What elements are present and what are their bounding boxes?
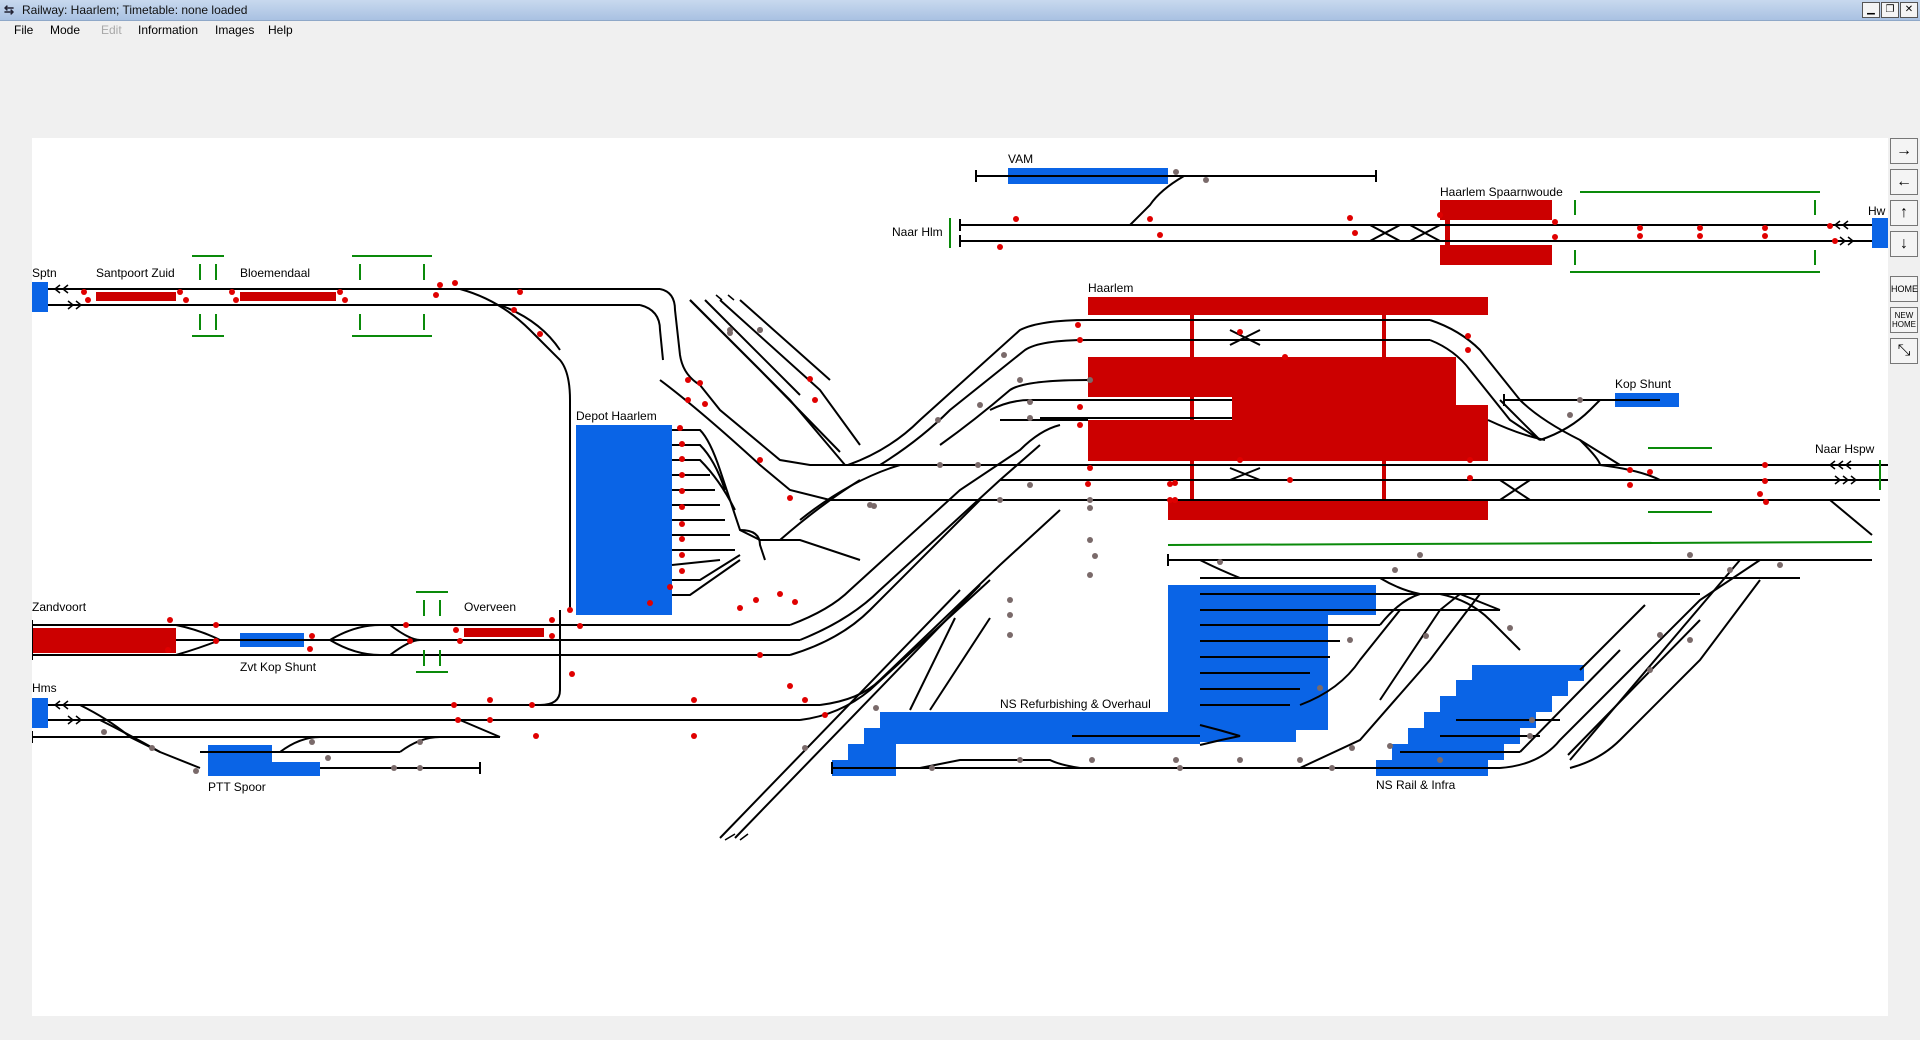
menu-help[interactable]: Help <box>268 23 293 37</box>
depot-haarlem-sidings <box>576 425 672 615</box>
label-bloemendaal: Bloemendaal <box>240 266 310 280</box>
app-icon: ⇆ <box>4 3 15 17</box>
scroll-down-button[interactable]: ↓ <box>1890 231 1918 257</box>
home-button[interactable]: HOME <box>1890 276 1918 302</box>
menu-bar: File Mode Edit Information Images Help <box>0 21 1920 39</box>
label-ns-refurbishing: NS Refurbishing & Overhaul <box>1000 697 1151 711</box>
label-haarlem: Haarlem <box>1088 281 1133 295</box>
sptn-boundary <box>32 282 48 312</box>
ns-rail-infra-a <box>1472 665 1584 681</box>
label-hw: Hw <box>1868 204 1886 218</box>
santpoort-zuid-platform <box>96 292 176 301</box>
signals-red <box>81 212 1838 739</box>
tracks <box>32 175 1888 839</box>
ns-refurbishing-f <box>848 744 896 760</box>
zandvoort-platform <box>32 628 176 653</box>
blue-sidings <box>32 168 1888 776</box>
new-home-button[interactable]: NEW HOME <box>1890 307 1918 333</box>
minimize-button[interactable]: ▁ <box>1862 2 1880 18</box>
spaarnwoude-platform-south <box>1440 245 1552 265</box>
label-kop-shunt: Kop Shunt <box>1615 377 1672 391</box>
menu-edit: Edit <box>101 23 122 37</box>
haarlem-platform-4 <box>1088 420 1488 461</box>
ptt-spoor-siding-b <box>208 762 320 776</box>
ns-refurbishing-h <box>1200 712 1296 742</box>
scroll-right-button[interactable]: → <box>1890 138 1918 164</box>
new-home-line2: HOME <box>1892 320 1916 329</box>
scroll-up-button[interactable]: ↑ <box>1890 200 1918 226</box>
label-santpoort-zuid: Santpoort Zuid <box>96 266 175 280</box>
label-ptt-spoor: PTT Spoor <box>208 780 266 794</box>
label-sptn: Sptn <box>32 266 57 280</box>
hw-boundary <box>1872 218 1888 248</box>
signals-grey <box>101 169 1783 774</box>
close-button[interactable]: ✕ <box>1900 2 1918 18</box>
label-zandvoort: Zandvoort <box>32 600 87 614</box>
label-overveen: Overveen <box>464 600 516 614</box>
overveen-platform <box>464 628 544 637</box>
direction-markers <box>53 220 1858 841</box>
spaarnwoude-crossing <box>1445 220 1450 245</box>
label-depot-haarlem: Depot Haarlem <box>576 409 657 423</box>
label-hms: Hms <box>32 681 57 695</box>
railway-layout-canvas[interactable]: VAM Naar Hlm Haarlem Spaarnwoude Hw Sptn… <box>32 138 1888 1016</box>
label-zvt-kop-shunt: Zvt Kop Shunt <box>240 660 317 674</box>
menu-images[interactable]: Images <box>215 23 255 37</box>
label-vam: VAM <box>1008 152 1033 166</box>
track-diagram[interactable]: VAM Naar Hlm Haarlem Spaarnwoude Hw Sptn… <box>32 138 1888 1016</box>
label-ns-rail-infra: NS Rail & Infra <box>1376 778 1456 792</box>
haarlem-platform-1 <box>1088 297 1488 315</box>
red-platforms <box>32 200 1552 653</box>
new-home-line1: NEW <box>1894 311 1914 320</box>
buffer-stops <box>32 170 1505 774</box>
label-haarlem-spaarnwoude: Haarlem Spaarnwoude <box>1440 185 1563 199</box>
ns-rail-infra-b <box>1456 680 1568 696</box>
bloemendaal-platform <box>240 292 336 301</box>
ns-refurbishing-e <box>864 728 1200 744</box>
spaarnwoude-platform-north <box>1440 200 1552 220</box>
fit-view-button[interactable]: ⤡ <box>1890 338 1918 364</box>
ns-rail-infra-c <box>1440 696 1552 712</box>
menu-mode[interactable]: Mode <box>50 23 81 37</box>
window-title: Railway: Haarlem; Timetable: none loaded <box>22 3 248 17</box>
label-naar-hspw: Naar Hspw <box>1815 442 1875 456</box>
label-naar-hlm: Naar Hlm <box>892 225 943 239</box>
haarlem-subway-east <box>1382 315 1386 500</box>
restore-button[interactable]: ❐ <box>1881 2 1899 18</box>
menu-information[interactable]: Information <box>138 23 199 37</box>
menu-file[interactable]: File <box>14 23 34 37</box>
level-crossings <box>192 191 1881 673</box>
haarlem-subway-west <box>1190 315 1194 500</box>
haarlem-platform-5 <box>1168 500 1488 520</box>
scroll-left-button[interactable]: ← <box>1890 169 1918 195</box>
title-bar: ⇆ Railway: Haarlem; Timetable: none load… <box>0 0 1920 21</box>
hms-boundary <box>32 698 48 728</box>
